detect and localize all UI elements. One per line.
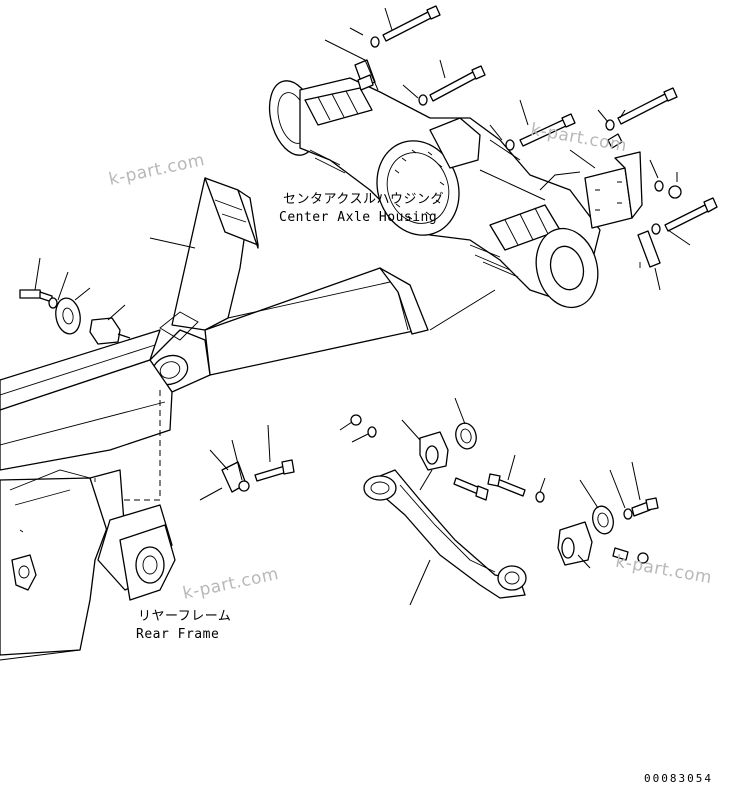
leader-arm-to-axle [429, 289, 496, 331]
center-line [120, 390, 161, 501]
label-rear-frame-en: Rear Frame [136, 627, 220, 642]
label-rear-frame-jp: リヤーフレーム [138, 609, 232, 624]
leader-arm [149, 237, 196, 249]
axle-bracket [584, 133, 643, 229]
rod-bushing-left [339, 397, 477, 491]
label-center-axle-housing-en: Center Axle Housing [279, 210, 438, 225]
center-axle-housing [268, 77, 601, 309]
rod-bolts-middle [453, 454, 546, 503]
label-center-axle-housing-jp: センタアクスルハウジング [283, 192, 444, 207]
leader-lines-top [324, 7, 691, 291]
document-number: 00083054 [644, 772, 713, 785]
rod-bushing-right [557, 461, 659, 569]
clamp-bolt-middle [199, 424, 295, 501]
a-frame-arm [149, 177, 429, 393]
top-bolts [354, 5, 718, 268]
rear-frame [0, 329, 176, 661]
radius-rod [363, 469, 527, 606]
ball-joint-bushing [19, 257, 131, 345]
